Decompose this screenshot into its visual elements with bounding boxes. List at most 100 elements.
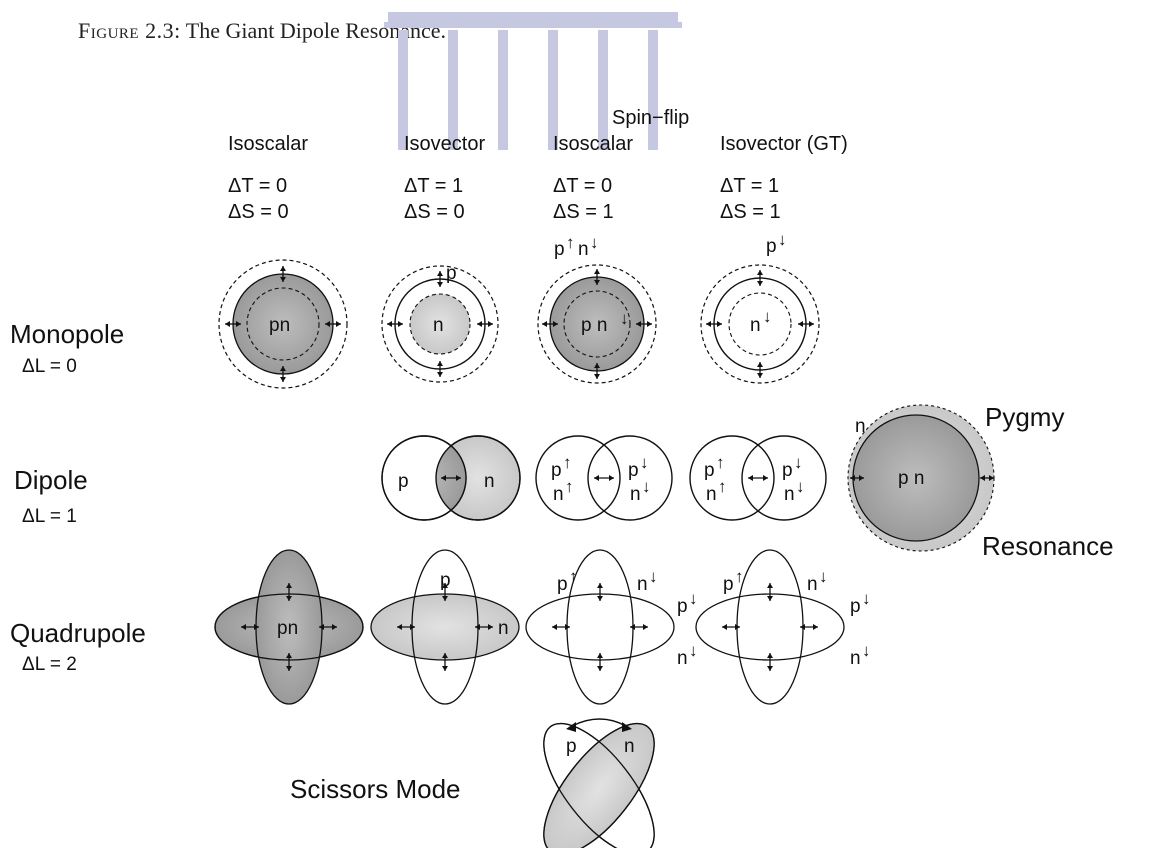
monopole-spin-isovector-p-spin: ↓ [778,230,787,249]
dipole-spin-isovector-p-right: p [782,460,793,481]
monopole-arrow-right-2 [636,321,652,327]
col2-dS: ΔS = 0 [404,201,465,223]
monopole-arrow-top-1 [437,271,443,287]
monopole-spin-isoscalar-n-spin: ↓ [590,233,599,252]
monopole-spin-isoscalar-p-spin: ↑ [566,233,575,252]
quad-arrow-right-0 [319,624,337,630]
quad-arrow-right-2 [630,624,648,630]
dipole-spin-isovector-n-right-spin: ↓ [796,477,805,496]
quad-arrow-bottom-2 [597,653,603,671]
monopole-arrow-bottom-0 [280,366,286,382]
quadrupole-spin-isovector-p-spin: ↑ [735,567,744,586]
dipole-spin-isovector-p-right-spin: ↓ [794,453,803,472]
monopole-arrow-bottom-1 [437,361,443,377]
dipole-spin-isovector-n-left: n [706,484,717,505]
row-dl-quadrupole: ΔL = 2 [22,654,77,675]
dipole-arrow-0 [441,475,461,481]
dipole-spin-isovector: p ↑ n ↑ p ↓ n ↓ [689,435,827,521]
dipole-spin-isoscalar-p-left-spin: ↑ [563,453,572,472]
col1-dS: ΔS = 0 [228,201,289,223]
monopole-arrow-right-0 [325,321,341,327]
col-header-isovector: Isovector [404,133,485,155]
monopole-arrow-right-3 [798,321,814,327]
quad-arrow-top-1 [442,583,448,601]
dipole-spin-isovector-n-left-spin: ↑ [718,477,727,496]
col3-dS: ΔS = 1 [553,201,614,223]
quadrupole-spin-isoscalar: p ↑ n ↓ p ↓ n ↓ [525,549,698,705]
monopole-arrow-top-0 [280,266,286,282]
quad-arrow-left-3 [722,624,740,630]
dipole-arrow-1 [594,475,614,481]
quadrupole-spin-isovector-n-label: n [807,574,818,595]
monopole-isovector-n-label: n [433,315,444,336]
quadrupole-spin-isovector-n-side-spin: ↓ [862,641,871,660]
col3-dT: ΔT = 0 [553,175,612,197]
quadrupole-isovector-p-label: p [440,570,451,591]
quad-arrow-right-3 [800,624,818,630]
dipole-arrow-2 [748,475,768,481]
quadrupole-spin-isoscalar-n-side: n [677,648,688,669]
dipole-spin-isovector-p-left-spin: ↑ [716,453,725,472]
monopole-isoscalar-pn-label: pn [269,315,290,336]
col4-dT: ΔT = 1 [720,175,779,197]
monopole-arrow-right-1 [477,321,493,327]
monopole-spin-isovector-n-label: n [750,315,761,336]
quadrupole-isoscalar: pn [214,549,364,705]
quadrupole-isoscalar-pn-label: pn [277,618,298,639]
dipole-spin-isoscalar: p ↑ n ↑ p ↓ n ↓ [535,435,673,521]
monopole-arrow-left-1 [387,321,403,327]
quad-arrow-right-1 [475,624,493,630]
quad-arrow-top-0 [286,583,292,601]
quadrupole-spin-isoscalar-p-side: p [677,596,688,617]
scissors-top-arrow [571,718,627,727]
quadrupole-spin-isovector-n-spin: ↓ [819,567,828,586]
dipole-spin-isoscalar-p-right: p [628,460,639,481]
pygmy-arrow-left [850,475,864,481]
scissors-mode-label: Scissors Mode [290,774,461,804]
monopole-spin-isovector-p-label: p [766,236,777,257]
monopole-isovector-p-label: p [446,263,457,284]
watermark-building-logo [384,12,682,150]
dipole-spin-isoscalar-n-right-spin: ↓ [642,477,651,496]
monopole-spin-isoscalar: p n p ↑ n ↓ ↓ [537,233,657,384]
scissors-p-label: p [566,736,577,757]
quad-arrow-bottom-3 [767,653,773,671]
quad-arrow-left-2 [552,624,570,630]
dipole-spin-isoscalar-n-left: n [553,484,564,505]
monopole-spin-isovector-n-spin: ↓ [763,307,772,326]
monopole-arrow-top-3 [757,270,763,286]
monopole-arrow-left-2 [542,321,558,327]
quadrupole-spin-isovector-p-side-spin: ↓ [862,589,871,608]
quadrupole-spin-isoscalar-p-label: p [557,574,568,595]
monopole-arrow-left-3 [706,321,722,327]
quadrupole-spin-isoscalar-n-label: n [637,574,648,595]
monopole-arrow-top-2 [594,269,600,285]
quadrupole-isovector: p n [370,549,520,705]
quadrupole-spin-isovector-p-side: p [850,596,861,617]
pygmy-resonance: p n n [847,404,995,552]
quadrupole-spin-isovector-p-label: p [723,574,734,595]
resonance-label: Resonance [982,531,1114,561]
dipole-spin-isovector-p-left: p [704,460,715,481]
monopole-spin-isovector: n ↓ p ↓ [700,230,820,384]
col-header-spin-isovector: Isovector (GT) [720,133,848,155]
quad-arrow-top-3 [767,583,773,601]
quad-arrow-top-2 [597,583,603,601]
monopole-spin-isoscalar-pn-label: p n [581,315,607,336]
monopole-arrow-left-0 [225,321,241,327]
quad-arrow-bottom-1 [442,653,448,671]
pygmy-label: Pygmy [985,402,1064,432]
row-dl-monopole: ΔL = 0 [22,356,77,377]
quadrupole-spin-isoscalar-p-spin: ↑ [569,567,578,586]
motion-arrows [225,266,994,671]
pygmy-n-label: n [855,416,866,437]
scissors-mode-diagram: p n [543,718,655,848]
row-label-dipole: Dipole [14,465,88,495]
dipole-spin-isoscalar-n-right: n [630,484,641,505]
scissors-top-arrowheads [566,722,632,732]
monopole-arrow-bottom-3 [757,362,763,378]
dipole-isovector-p-label: p [398,471,409,492]
col2-dT: ΔT = 1 [404,175,463,197]
caption-prefix: Figure 2.3: [78,18,181,43]
